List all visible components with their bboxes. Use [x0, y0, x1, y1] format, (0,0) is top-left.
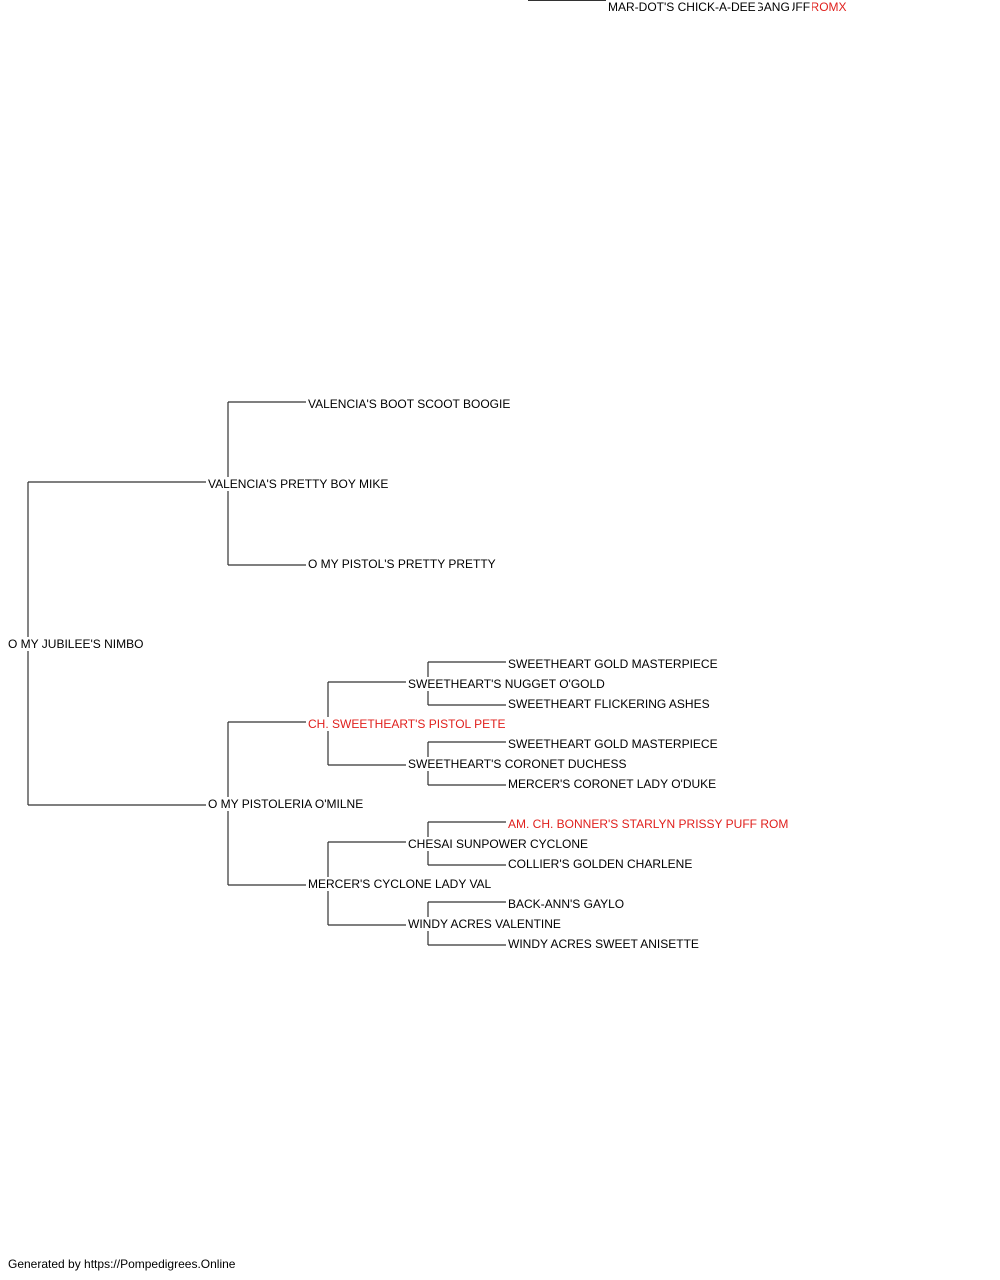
sire-name-gen2[interactable]: VALENCIA'S BOOT SCOOT BOOGIE — [308, 397, 513, 411]
subject-name[interactable]: O MY JUBILEE'S NIMBO — [8, 637, 146, 651]
dam-name-gen1[interactable]: O MY PISTOLERIA O'MILNE — [208, 797, 366, 811]
dam-name-gen2[interactable]: O MY PISTOL'S PRETTY PRETTY — [308, 557, 498, 571]
dam-name-gen3[interactable]: WINDY ACRES VALENTINE — [408, 917, 563, 931]
sire-name-gen3[interactable]: CHESAI SUNPOWER CYCLONE — [408, 837, 591, 851]
dam-name-gen4[interactable]: MERCER'S CORONET LADY O'DUKE — [508, 777, 719, 791]
sire-name-gen4[interactable]: SWEETHEART GOLD MASTERPIECE — [508, 737, 720, 751]
dam-name-gen4[interactable]: COLLIER'S GOLDEN CHARLENE — [508, 857, 695, 871]
sire-name-gen4[interactable]: SWEETHEART GOLD MASTERPIECE — [508, 657, 720, 671]
sire-name-gen3[interactable]: SWEETHEART'S NUGGET O'GOLD — [408, 677, 607, 691]
dam-name-gen3[interactable]: SWEETHEART'S CORONET DUCHESS — [408, 757, 629, 771]
sire-name-gen4[interactable]: BACK-ANN'S GAYLO — [508, 897, 627, 911]
sire-name-gen2[interactable]: CH. SWEETHEART'S PISTOL PETE — [308, 717, 508, 731]
generated-by-footer: Generated by https://Pompedigrees.Online — [8, 1257, 236, 1271]
dam-name-gen4[interactable]: WINDY ACRES SWEET ANISETTE — [508, 937, 701, 951]
dam-name-gen2[interactable]: MERCER'S CYCLONE LADY VAL — [308, 877, 494, 891]
dam-name-gen5[interactable]: MAR-DOT'S CHICK-A-DEE — [608, 0, 758, 14]
sire-name-gen4[interactable]: AM. CH. BONNER'S STARLYN PRISSY PUFF ROM — [508, 817, 791, 831]
sire-name-gen1[interactable]: VALENCIA'S PRETTY BOY MIKE — [208, 477, 391, 491]
dam-name-gen4[interactable]: SWEETHEART FLICKERING ASHES — [508, 697, 712, 711]
